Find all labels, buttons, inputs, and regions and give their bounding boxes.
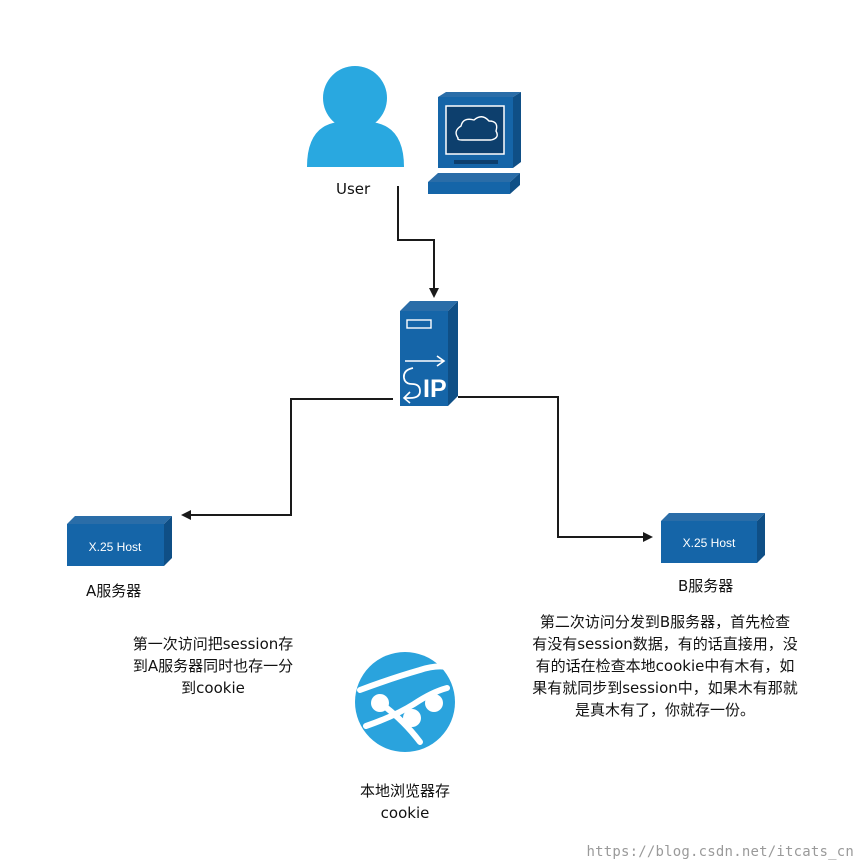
server-b-host-label: X.25 Host bbox=[683, 536, 736, 550]
left-note-line-1: 第一次访问把session存 bbox=[132, 635, 294, 653]
browser-label: 本地浏览器存 cookie bbox=[335, 780, 475, 824]
left-note-line-3: 到cookie bbox=[181, 679, 245, 697]
left-note: 第一次访问把session存 到A服务器同时也存一分 到cookie bbox=[108, 633, 318, 699]
right-note-line-5: 是真木有了，你就存一份。 bbox=[574, 701, 755, 719]
browser-globe-icon bbox=[355, 652, 455, 752]
right-note-line-3: 有的话在检查本地cookie中有木有，如 bbox=[535, 657, 795, 675]
watermark-url: https://blog.csdn.net/itcats_cn bbox=[586, 844, 854, 860]
sip-to-server-a-arrow bbox=[181, 398, 393, 520]
computer-icon bbox=[428, 92, 521, 194]
user-to-sip-arrow bbox=[397, 186, 439, 298]
server-a-label: A服务器 bbox=[86, 582, 142, 600]
left-note-line-2: 到A服务器同时也存一分 bbox=[132, 657, 294, 675]
browser-label-line-2: cookie bbox=[380, 804, 430, 822]
sip-server-icon bbox=[400, 301, 458, 406]
right-note-line-4: 果有就同步到session中，如果木有那就 bbox=[532, 679, 798, 697]
sip-label: IP bbox=[423, 375, 447, 403]
server-b-icon bbox=[661, 513, 765, 563]
sip-to-server-b-arrow bbox=[458, 396, 653, 542]
browser-label-line-1: 本地浏览器存 bbox=[359, 782, 450, 800]
right-note-line-1: 第二次访问分发到B服务器，首先检查 bbox=[539, 613, 791, 631]
right-note-line-2: 有没有session数据，有的话直接用，没 bbox=[532, 635, 798, 653]
server-a-host-label: X.25 Host bbox=[89, 540, 142, 554]
server-b-label: B服务器 bbox=[678, 577, 734, 595]
server-a-icon bbox=[67, 516, 172, 566]
user-label: User bbox=[336, 180, 371, 198]
user-icon bbox=[307, 66, 404, 167]
right-note: 第二次访问分发到B服务器，首先检查 有没有session数据，有的话直接用，没 … bbox=[500, 611, 830, 721]
